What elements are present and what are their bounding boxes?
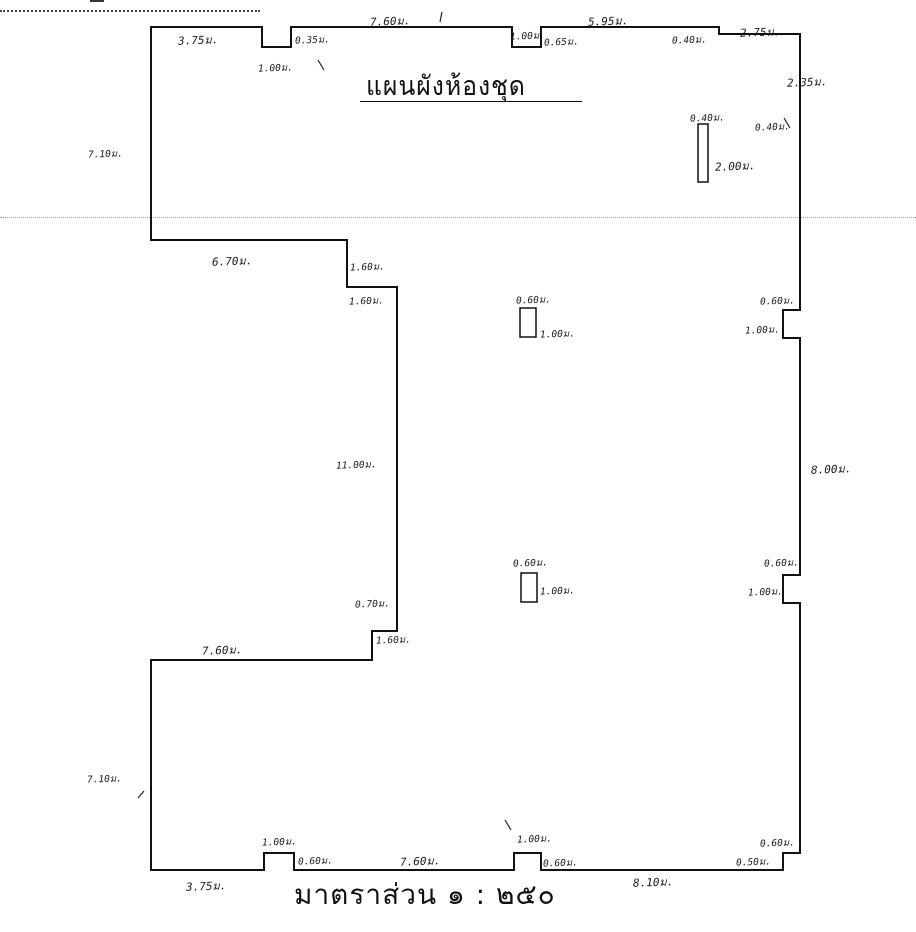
- dim-label: 8.00ม.: [810, 462, 852, 477]
- column-2: [519, 307, 537, 338]
- dim-label: 0.65ม.: [543, 36, 580, 49]
- dim-label: 3.75ม.: [185, 879, 227, 894]
- dim-label: 3.75ม.: [177, 33, 219, 48]
- dim-label: 0.60ม.: [542, 857, 579, 870]
- dim-label: 1.00ม.: [744, 324, 781, 337]
- dim-label: 0.60ม.: [759, 837, 796, 850]
- title-underline: [360, 101, 582, 102]
- annotation-tick: [317, 59, 325, 71]
- scale-label: มาตราส่วน ๑ : ๒๕๐: [294, 878, 556, 911]
- dim-label: 5.95ม.: [587, 14, 629, 29]
- dim-label: 0.60ม.: [297, 855, 334, 868]
- dim-label: 1.00ม.: [747, 586, 784, 599]
- floor-plan-outline: [150, 26, 801, 871]
- dim-label: 0.40ม.: [754, 121, 791, 134]
- dim-label: 1.00ม.: [261, 836, 298, 849]
- column-3: [520, 572, 538, 603]
- annotation-tick: [783, 117, 791, 129]
- dim-label: 0.60ม.: [515, 294, 552, 307]
- annotation-tick: [439, 11, 443, 23]
- dim-label: 7.60ม.: [399, 854, 441, 869]
- dim-label: 0.70ม.: [354, 598, 391, 611]
- dim-label: 11.00ม.: [335, 459, 377, 472]
- dim-label: 1.00ม.: [509, 30, 546, 43]
- dim-label: 1.60ม.: [349, 261, 386, 274]
- top-dash-mark: [90, 0, 104, 2]
- top-dotted-line: [0, 10, 260, 12]
- dim-label: 0.60ม.: [759, 295, 796, 308]
- dotted-guide-line: [0, 217, 916, 218]
- annotation-tick: [504, 819, 512, 831]
- dim-label: 7.10ม.: [86, 773, 123, 786]
- dim-label: 1.60ม.: [348, 295, 385, 308]
- dim-label: 6.70ม.: [211, 254, 253, 269]
- dim-label: 7.60ม.: [201, 643, 243, 658]
- dim-label: 0.50ม.: [735, 856, 772, 869]
- dim-label: 2.75ม.: [739, 25, 781, 40]
- dim-label: 1.00ม.: [539, 328, 576, 341]
- plan-title: แผนผังห้องชุด: [366, 71, 526, 102]
- column-1: [697, 123, 709, 183]
- dim-label: 0.60ม.: [512, 557, 549, 570]
- dim-label: 2.00ม.: [714, 159, 756, 174]
- dim-label: 7.10ม.: [87, 148, 124, 161]
- dim-label: 1.00ม.: [516, 833, 553, 846]
- dim-label: 0.35ม.: [294, 34, 331, 47]
- dim-label: 0.60ม.: [763, 557, 800, 570]
- dim-label: 1.00ม.: [257, 62, 294, 75]
- dim-label: 8.10ม.: [632, 875, 674, 890]
- dim-label: 7.60ม.: [369, 14, 411, 29]
- dim-label: 0.40ม.: [689, 112, 726, 125]
- dim-label: 1.00ม.: [539, 585, 576, 598]
- dim-label: 1.60ม.: [375, 634, 412, 647]
- dim-label: 0.40ม.: [671, 34, 708, 47]
- dim-label: 2.35ม.: [786, 75, 828, 90]
- annotation-tick: [137, 790, 145, 799]
